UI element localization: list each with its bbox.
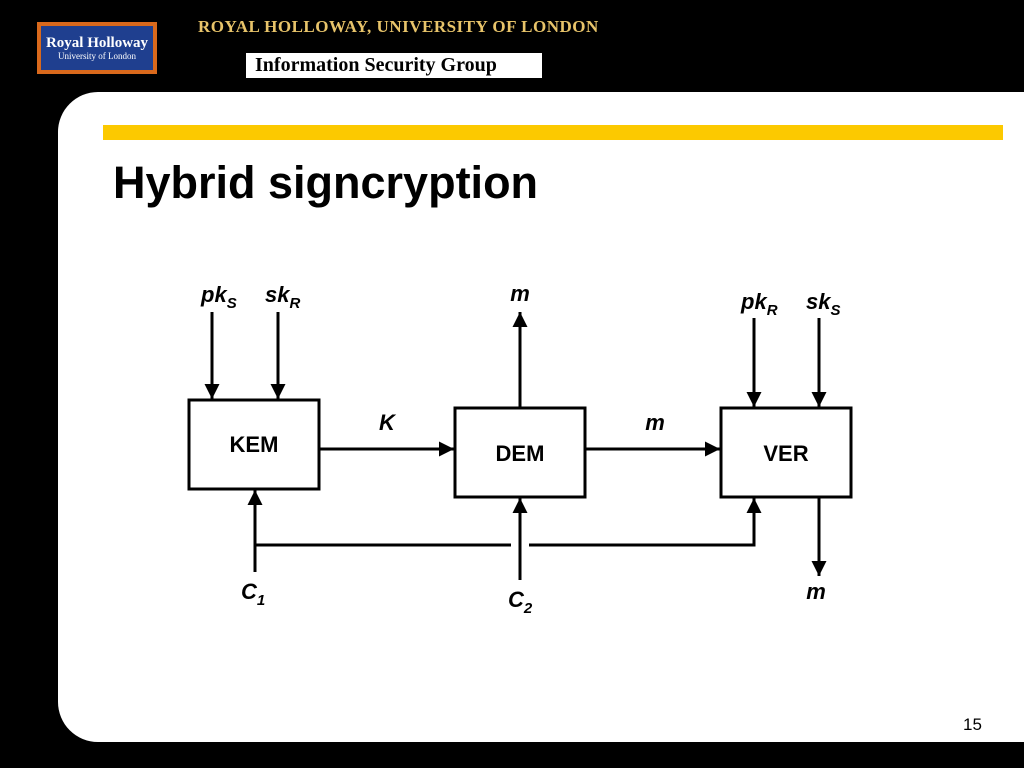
kem-label: KEM	[230, 432, 279, 457]
ver-box	[719, 406, 853, 499]
university-logo: Royal Holloway University of London	[37, 22, 157, 74]
kem-box	[187, 398, 321, 491]
page-number: 15	[963, 715, 982, 734]
label-c1: C1	[241, 579, 265, 609]
label-sk-s: skS	[806, 289, 841, 319]
label-ver-output-m: m	[806, 579, 826, 604]
title-rule	[103, 125, 1003, 140]
label-dem-output-m: m	[510, 281, 530, 306]
dem-box	[453, 406, 587, 499]
header-subtitle: Information Security Group	[246, 53, 542, 78]
label-m-mid: m	[645, 410, 665, 435]
label-c2: C2	[508, 587, 533, 617]
label-pk-r: pkR	[740, 289, 778, 319]
arrow-c1-to-ver-cont	[529, 498, 762, 547]
label-pk-s: pkS	[200, 282, 237, 312]
label-sk-r: skR	[265, 282, 300, 312]
slide-title: Hybrid signcryption	[113, 157, 539, 208]
ver-label: VER	[763, 441, 808, 466]
dem-label: DEM	[496, 441, 545, 466]
label-k: K	[379, 410, 397, 435]
header-title: ROYAL HOLLOWAY, UNIVERSITY OF LONDON	[198, 17, 599, 36]
